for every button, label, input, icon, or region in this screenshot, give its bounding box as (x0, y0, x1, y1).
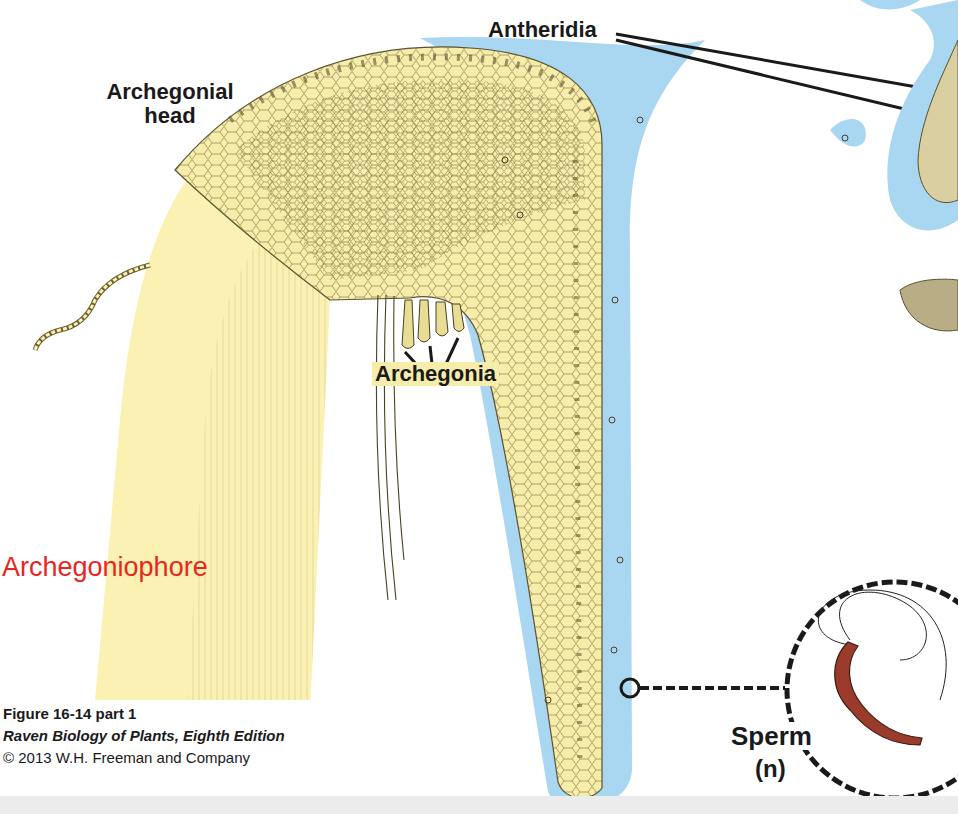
figure-credit: Figure 16-14 part 1 (3, 706, 136, 722)
figure-credit: © 2013 W.H. Freeman and Company (3, 750, 250, 766)
structure-label: Archegonial head (100, 80, 240, 128)
structure-label: Archegonia (372, 362, 499, 386)
structure-label: Sperm (728, 722, 815, 750)
structure-label: Antheridia (488, 18, 597, 42)
ploidy-label: (n) (752, 756, 789, 782)
structure-title: Archegoniophore (2, 553, 208, 582)
figure-credit: Raven Biology of Plants, Eighth Edition (3, 728, 285, 744)
